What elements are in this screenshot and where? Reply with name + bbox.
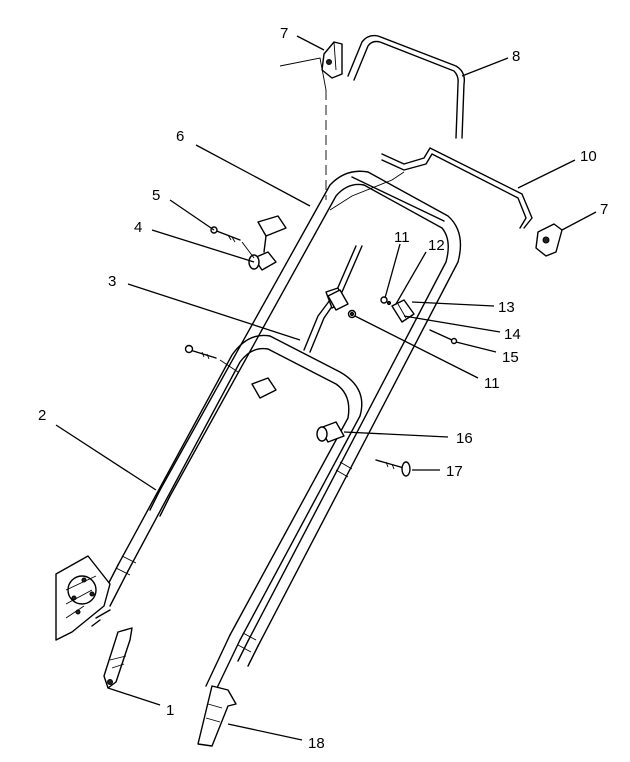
callout-11-upper: 11 bbox=[394, 229, 410, 246]
carriage-bolt-part-17 bbox=[375, 459, 411, 477]
handle-knob-part-4 bbox=[248, 251, 277, 271]
callout-18: 18 bbox=[308, 735, 325, 752]
lower-handle bbox=[99, 334, 363, 691]
handle-clamp-top bbox=[257, 215, 287, 253]
leader-3 bbox=[127, 283, 301, 341]
leader-13 bbox=[411, 301, 495, 307]
callout-2: 2 bbox=[38, 407, 46, 424]
spacer-nut-11-lower bbox=[347, 309, 357, 319]
callout-4: 4 bbox=[134, 219, 142, 236]
leader-2 bbox=[55, 424, 157, 491]
handle-clamp-lower-left bbox=[251, 377, 277, 399]
cable-bracket-center bbox=[327, 289, 349, 311]
nut-part-11-upper bbox=[380, 296, 392, 306]
guide-plane-mid bbox=[329, 171, 405, 211]
upper-handle bbox=[149, 170, 462, 667]
callout-7-right: 7 bbox=[600, 201, 608, 218]
cable-anchor-part-1 bbox=[91, 609, 133, 689]
upper-bail-part-8 bbox=[347, 34, 466, 139]
bail-pivot-right bbox=[535, 223, 563, 257]
handle-knob-part-16 bbox=[316, 421, 345, 443]
height-adjuster-bracket bbox=[55, 555, 111, 641]
leader-10 bbox=[517, 159, 576, 189]
bail-pivot-top bbox=[321, 41, 343, 79]
callout-8: 8 bbox=[512, 48, 520, 65]
handle-end-part-18 bbox=[197, 685, 237, 747]
leader-1 bbox=[107, 687, 161, 706]
block-part-12 bbox=[391, 299, 415, 323]
leader-12 bbox=[395, 251, 427, 305]
screw-part-15 bbox=[429, 329, 458, 345]
callout-11-lower: 11 bbox=[484, 375, 500, 392]
callout-7-top: 7 bbox=[280, 25, 288, 42]
callout-labels: 1 2 3 4 5 6 7 7 8 10 11 11 12 13 14 15 1… bbox=[38, 25, 608, 752]
lower-bail-part-10 bbox=[381, 147, 533, 229]
leader-11a bbox=[384, 243, 401, 299]
leader-15 bbox=[455, 341, 497, 353]
leader-11b bbox=[354, 315, 479, 379]
callout-16: 16 bbox=[456, 430, 473, 447]
leader-lines bbox=[55, 35, 597, 741]
leader-16 bbox=[343, 431, 449, 438]
leader-8 bbox=[461, 57, 509, 77]
leader-7b bbox=[561, 211, 597, 231]
leader-18 bbox=[227, 723, 303, 741]
leader-7a bbox=[296, 35, 325, 51]
callout-1: 1 bbox=[166, 702, 174, 719]
lower-bolt-guide bbox=[219, 359, 239, 373]
callout-13: 13 bbox=[498, 299, 515, 316]
leader-14 bbox=[403, 315, 501, 333]
callout-6: 6 bbox=[176, 128, 184, 145]
callout-3: 3 bbox=[108, 273, 116, 290]
callout-10: 10 bbox=[580, 148, 597, 165]
leader-4 bbox=[151, 229, 255, 263]
leader-5 bbox=[169, 199, 215, 231]
callout-17: 17 bbox=[446, 463, 463, 480]
callout-14: 14 bbox=[504, 326, 521, 343]
carriage-bolt-lower-left bbox=[184, 344, 217, 360]
leader-6 bbox=[195, 144, 311, 207]
callout-5: 5 bbox=[152, 187, 160, 204]
carriage-bolt-part-5 bbox=[210, 226, 241, 243]
guide-plane-top bbox=[279, 57, 327, 91]
callout-12: 12 bbox=[428, 237, 445, 254]
bolt-to-knob-line bbox=[241, 241, 255, 259]
callout-15: 15 bbox=[502, 349, 519, 366]
